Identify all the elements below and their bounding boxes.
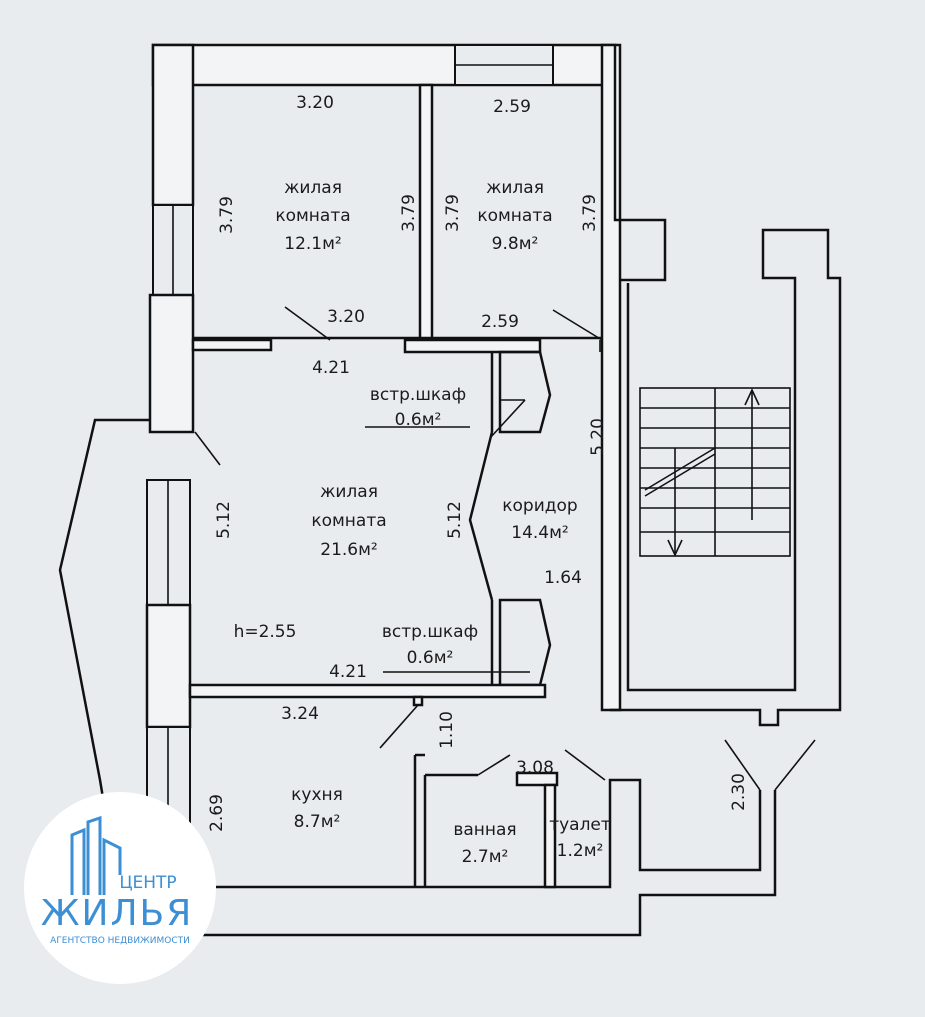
logo-word-1: ЦЕНТР [119, 873, 176, 893]
dim-2-69: 2.69 [207, 794, 227, 832]
closet-2-name: встр.шкаф [382, 622, 478, 642]
kitchen-area: 8.7м² [294, 812, 341, 832]
room-living-1-name1: жилая [284, 178, 342, 198]
dim-1-64: 1.64 [544, 568, 582, 588]
dim-3-79-a: 3.79 [217, 196, 237, 234]
wall-stub-1 [191, 338, 273, 352]
wall-right [600, 43, 622, 712]
room-living-3-name1: жилая [320, 482, 378, 502]
logo-word-2: ЖИЛЬЯ [41, 893, 194, 934]
dim-3-79-c: 3.79 [443, 194, 463, 232]
room-living-2-name1: жилая [486, 178, 544, 198]
closet-1-name: встр.шкаф [370, 385, 466, 405]
dim-3-08: 3.08 [516, 758, 554, 778]
room-living-2-area: 9.8м² [492, 234, 539, 254]
room-labels: жилая комната 12.1м² жилая комната 9.8м²… [234, 178, 611, 867]
room-living-1-area: 12.1м² [284, 234, 342, 254]
kitchen-name: кухня [291, 785, 343, 805]
dim-5-20: 5.20 [588, 418, 608, 456]
dim-3-20-top: 3.20 [296, 93, 334, 113]
dim-4-21-top: 4.21 [312, 358, 350, 378]
dim-5-12-right: 5.12 [445, 501, 465, 539]
room-living-3-area: 21.6м² [320, 540, 378, 560]
dim-4-21-bottom: 4.21 [329, 662, 367, 682]
toilet-name: туалет [549, 815, 611, 835]
dim-3-79-b: 3.79 [399, 194, 419, 232]
wall-left-mid [148, 293, 195, 434]
wall-room-divider [418, 83, 434, 340]
building-icon [70, 815, 122, 895]
wall-kitchen-top [188, 683, 547, 699]
corridor-name: коридор [502, 496, 577, 516]
walls [58, 43, 777, 937]
logo-tagline: АГЕНТСТВО НЕДВИЖИМОСТИ [50, 936, 190, 946]
dim-3-24: 3.24 [281, 704, 319, 724]
dim-2-30: 2.30 [729, 773, 749, 811]
dim-3-20-bottom: 3.20 [327, 307, 365, 327]
closet-2-area: 0.6м² [407, 648, 454, 668]
room-living-3-name2: комната [311, 511, 386, 531]
room-living-1-name2: комната [275, 206, 350, 226]
dim-2-59-bottom: 2.59 [481, 312, 519, 332]
agency-logo: ЦЕНТР ЖИЛЬЯ АГЕНТСТВО НЕДВИЖИМОСТИ [24, 792, 216, 984]
interior-walls [188, 83, 602, 889]
ceiling-height: h=2.55 [234, 622, 297, 642]
dim-5-12-left: 5.12 [214, 501, 234, 539]
room-living-2-name2: комната [477, 206, 552, 226]
corridor-area: 14.4м² [511, 523, 569, 543]
dim-2-59-top: 2.59 [493, 97, 531, 117]
doors [194, 306, 816, 791]
dimension-labels: 3.20 2.59 3.79 3.79 3.79 3.79 3.20 2.59 … [207, 93, 749, 832]
bathroom-name: ванная [453, 820, 516, 840]
dim-3-79-d: 3.79 [580, 194, 600, 232]
wall-stub-2 [403, 338, 542, 354]
wall-left-lower [145, 603, 192, 729]
staircase [610, 228, 842, 727]
closet-1-area: 0.6м² [395, 410, 442, 430]
toilet-area: 1.2м² [557, 841, 604, 861]
dim-1-10: 1.10 [437, 711, 457, 749]
wall-left-upper [151, 43, 195, 207]
bathroom-area: 2.7м² [462, 847, 509, 867]
